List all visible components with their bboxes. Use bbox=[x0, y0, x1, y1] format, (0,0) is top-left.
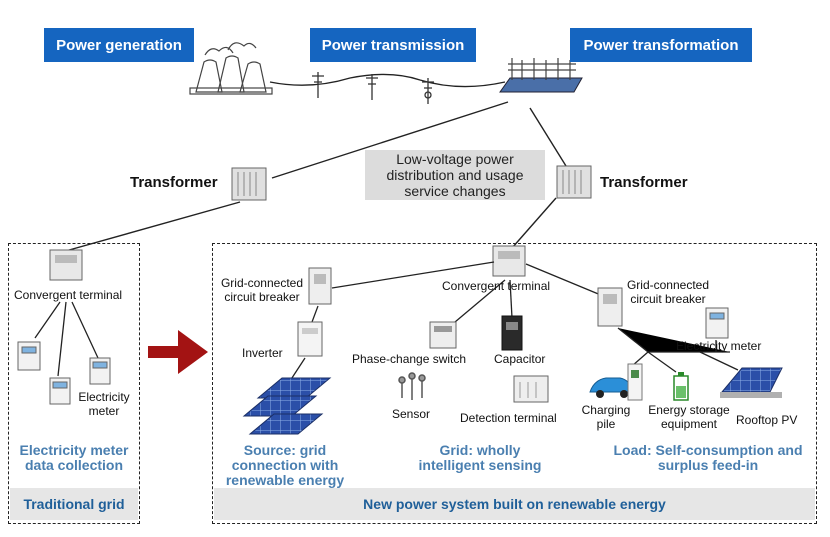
rooftop-pv-icon bbox=[720, 367, 783, 398]
power-generation-label: Power generation bbox=[44, 28, 194, 62]
traditional-grid-band: Traditional grid bbox=[10, 488, 138, 520]
switch-icon bbox=[429, 321, 457, 349]
new-system-band: New power system built on renewable ener… bbox=[214, 488, 815, 520]
load-meter-label: Electricity meter bbox=[676, 339, 762, 353]
substation-icon bbox=[499, 58, 583, 93]
sensor-label: Sensor bbox=[392, 407, 431, 421]
ev-car-icon bbox=[589, 377, 635, 398]
solar-panel-icon bbox=[242, 377, 332, 435]
power-plant-icon bbox=[189, 42, 273, 95]
terminal-icon bbox=[49, 249, 83, 281]
detection-terminal-label: Detection terminal bbox=[460, 411, 557, 425]
load-breaker-label: Grid-connected circuit breaker bbox=[626, 278, 710, 306]
energy-storage-label: Energy storage equipment bbox=[648, 403, 730, 431]
inverter-icon bbox=[297, 321, 323, 357]
detection-terminal-icon bbox=[513, 375, 549, 403]
meter-icon bbox=[705, 307, 729, 339]
source-breaker-label: Grid-connected circuit breaker bbox=[220, 276, 304, 304]
grid-caption: Grid: wholly intelligent sensing bbox=[418, 442, 542, 473]
breaker-icon bbox=[308, 267, 332, 305]
terminal-icon bbox=[492, 245, 526, 277]
load-caption: Load: Self-consumption and surplus feed-… bbox=[613, 442, 803, 473]
transformer-icon bbox=[231, 165, 592, 201]
power-transformation-label: Power transformation bbox=[570, 28, 752, 62]
charging-pile-icon bbox=[627, 363, 643, 401]
transformer-left-label: Transformer bbox=[130, 174, 218, 191]
arrow-icon bbox=[148, 330, 208, 374]
traditional-terminal-label: Convergent terminal bbox=[14, 288, 123, 302]
source-caption: Source: grid connection with renewable e… bbox=[225, 442, 345, 488]
rooftop-pv-label: Rooftop PV bbox=[736, 413, 798, 427]
new-system-panel bbox=[212, 243, 817, 524]
inverter-label: Inverter bbox=[242, 346, 283, 360]
transformer-right-label: Transformer bbox=[600, 174, 688, 191]
traditional-grid-panel bbox=[8, 243, 140, 524]
meter-icon bbox=[17, 341, 111, 405]
distribution-note: Low-voltage power distribution and usage… bbox=[365, 150, 545, 200]
traditional-caption: Electricity meter data collection bbox=[19, 442, 129, 473]
transmission-tower-icon bbox=[312, 72, 434, 104]
power-transmission-label: Power transmission bbox=[310, 28, 476, 62]
sensor-icon bbox=[398, 372, 426, 400]
charging-pile-label: Charging pile bbox=[581, 403, 631, 431]
breaker-icon bbox=[597, 287, 623, 327]
phase-switch-label: Phase-change switch bbox=[352, 352, 467, 366]
traditional-meter-label: Electricity meter bbox=[78, 390, 130, 418]
battery-icon bbox=[673, 372, 689, 401]
capacitor-icon bbox=[501, 315, 523, 351]
new-terminal-label: Convergent terminal bbox=[442, 279, 551, 293]
capacitor-label: Capacitor bbox=[494, 352, 546, 366]
